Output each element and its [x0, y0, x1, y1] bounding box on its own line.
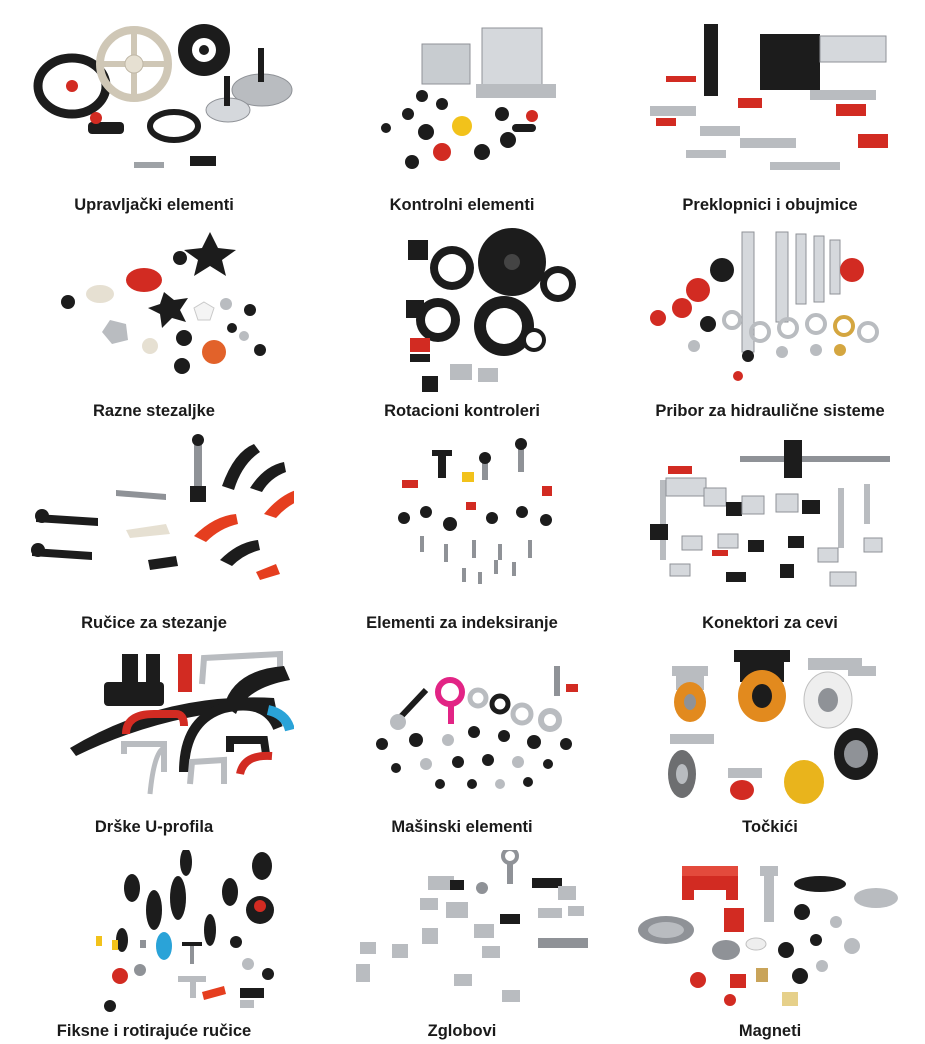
- category-tile[interactable]: Upravljački elementi: [0, 14, 308, 220]
- machine-parts-icon: [322, 644, 602, 816]
- category-label: Preklopnici i obujmice: [682, 196, 858, 214]
- category-label: Razne stezaljke: [93, 402, 215, 420]
- category-tile[interactable]: Mašinski elementi: [308, 644, 616, 850]
- category-label: Konektori za cevi: [702, 614, 838, 632]
- category-label: Upravljački elementi: [74, 196, 234, 214]
- category-label: Ručice za stezanje: [81, 614, 227, 632]
- caster-wheel-icon: [630, 644, 910, 816]
- category-tile[interactable]: Razne stezaljke: [0, 228, 308, 432]
- ball-joint-icon: [322, 850, 602, 1022]
- category-tile[interactable]: Fiksne i rotirajuće ručice: [0, 850, 308, 1044]
- position-indicator-icon: [322, 228, 602, 400]
- category-tile[interactable]: Magneti: [616, 850, 924, 1044]
- category-label: Točkići: [742, 818, 798, 836]
- category-label: Fiksne i rotirajuće ručice: [56, 1022, 252, 1040]
- category-label: Zglobovi: [427, 1022, 497, 1040]
- category-tile[interactable]: Konektori za cevi: [616, 432, 924, 644]
- knob-grip-icon: [14, 850, 294, 1022]
- category-label: Rotacioni kontroleri: [384, 402, 540, 420]
- category-label: Drške U-profila: [94, 818, 214, 836]
- oil-level-gauge-icon: [630, 228, 910, 400]
- category-tile[interactable]: Ručice za stezanje: [0, 432, 308, 644]
- category-tile[interactable]: Kontrolni elementi: [308, 14, 616, 220]
- category-label: Kontrolni elementi: [389, 196, 535, 214]
- magnet-icon: [630, 850, 910, 1022]
- handwheel-icon: [14, 14, 294, 186]
- category-label: Pribor za hidraulične sisteme: [655, 402, 885, 420]
- toggle-clamp-icon: [630, 14, 910, 186]
- tube-connector-icon: [630, 432, 910, 604]
- category-tile[interactable]: Elementi za indeksiranje: [308, 432, 616, 644]
- u-handle-icon: [14, 644, 294, 816]
- category-label: Magneti: [738, 1022, 802, 1040]
- category-tile[interactable]: Rotacioni kontroleri: [308, 228, 616, 432]
- category-tile[interactable]: Zglobovi: [308, 850, 616, 1044]
- category-tile[interactable]: Drške U-profila: [0, 644, 308, 850]
- clamping-lever-icon: [14, 432, 294, 604]
- category-tile[interactable]: Točkići: [616, 644, 924, 850]
- control-knobs-icon: [322, 14, 602, 186]
- category-tile[interactable]: Pribor za hidraulične sisteme: [616, 228, 924, 432]
- indexing-plunger-icon: [322, 432, 602, 604]
- category-label: Mašinski elementi: [391, 818, 533, 836]
- category-label: Elementi za indeksiranje: [366, 614, 558, 632]
- category-tile[interactable]: Preklopnici i obujmice: [616, 14, 924, 220]
- star-knob-icon: [14, 228, 294, 400]
